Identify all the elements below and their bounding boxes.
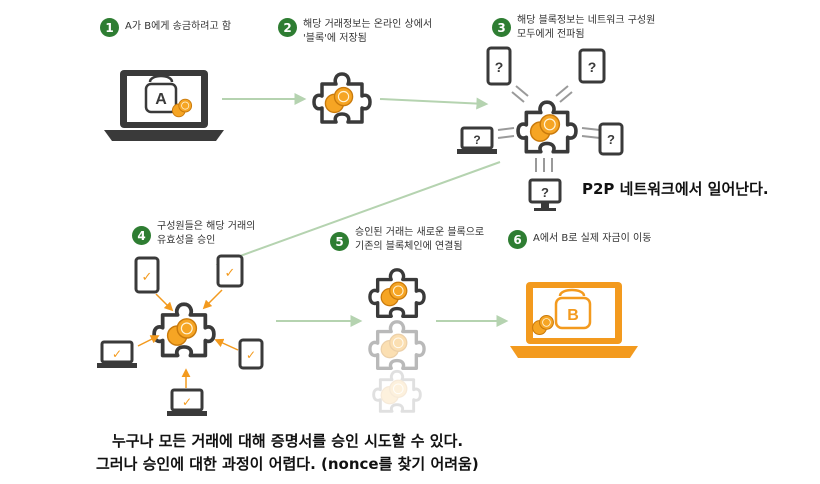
step-3: 3 해당 블록정보는 네트워크 구성원 모두에게 전파됨 <box>492 14 655 42</box>
phone-unknown-1-icon: ? <box>486 46 512 86</box>
step-3-badge: 3 <box>492 18 511 37</box>
arrow-2-to-3 <box>379 97 489 110</box>
tablet-approved-1-icon: ✓ <box>216 254 244 288</box>
step-6: 6 A에서 B로 실제 자금이 이동 <box>508 230 651 249</box>
step-4-line-1: 구성원들은 해당 거래의 <box>157 221 256 232</box>
step-3-line-2: 모두에게 전파됨 <box>517 29 585 40</box>
bottom-text-line-1: 누구나 모든 거래에 대해 증명서를 승인 시도할 수 있다. <box>112 432 464 450</box>
step-4-badge: 4 <box>132 226 151 245</box>
tablet-approved-1-check: ✓ <box>225 266 236 281</box>
step-5: 5 승인된 거래는 새로운 블록으로 기존의 블록체인에 연결됨 <box>330 226 484 254</box>
approval-cluster: ✓ ✓ ✓ ✓ ✓ <box>97 254 264 416</box>
bottom-text-line-2: 그러나 승인에 대한 과정이 어렵다. (nonce를 찾기 어려움) <box>96 455 479 473</box>
laptop-a-icon: A <box>104 70 224 141</box>
step-2-badge: 2 <box>278 18 297 37</box>
laptop-b-icon: B <box>510 282 638 358</box>
laptop-approved-2-icon: ✓ <box>167 388 207 416</box>
broadcast-rays <box>497 85 601 172</box>
phone-unknown-1-mark: ? <box>495 59 504 75</box>
laptop-approved-2-check: ✓ <box>182 395 192 409</box>
step-4-line-2: 유효성을 승인 <box>157 235 216 246</box>
phone-approved-check: ✓ <box>142 270 153 285</box>
step-1-line-1: A가 B에게 송금하려고 함 <box>125 21 232 32</box>
wallet-a-letter: A <box>155 91 167 108</box>
step-2-line-1: 해당 거래정보는 온라인 상에서 <box>303 19 433 30</box>
tablet-unknown-2-mark: ? <box>607 132 615 147</box>
laptop-unknown-1-mark: ? <box>473 133 480 147</box>
tablet-unknown-2-icon: ? <box>598 122 624 156</box>
block-puzzle-icon <box>312 72 372 124</box>
step-5-line-1: 승인된 거래는 새로운 블록으로 <box>355 227 485 238</box>
desktop-unknown-mark: ? <box>541 185 549 200</box>
approval-arrows <box>137 289 239 388</box>
wallet-b-icon: B <box>532 288 592 336</box>
step-2: 2 해당 거래정보는 온라인 상에서 '블록'에 저장됨 <box>278 18 432 46</box>
block-chain-icon <box>368 268 426 414</box>
laptop-unknown-1-icon: ? <box>457 126 497 154</box>
phone-approved-icon: ✓ <box>134 256 160 294</box>
tablet-unknown-1-icon: ? <box>578 48 606 84</box>
step-6-badge: 6 <box>508 230 527 249</box>
tablet-approved-2-check: ✓ <box>246 348 256 362</box>
arrow-3-to-4 <box>215 161 501 267</box>
desktop-unknown-icon: ? <box>528 178 562 211</box>
broadcast-hub <box>497 85 601 172</box>
tablet-approved-2-icon: ✓ <box>238 338 264 370</box>
step-6-line-1: A에서 B로 실제 자금이 이동 <box>533 233 652 244</box>
tablet-unknown-1-mark: ? <box>588 59 597 75</box>
wallet-a-icon: A <box>144 74 193 118</box>
step-2-line-2: '블록'에 저장됨 <box>303 33 367 44</box>
p2p-text: P2P 네트워크에서 일어난다. <box>582 180 769 198</box>
step-5-badge: 5 <box>330 232 349 251</box>
step-1-badge: 1 <box>100 18 119 37</box>
laptop-approved-1-icon: ✓ <box>97 340 137 368</box>
wallet-b-letter: B <box>567 307 579 324</box>
step-1: 1 A가 B에게 송금하려고 함 <box>100 18 231 37</box>
laptop-approved-1-check: ✓ <box>112 347 122 361</box>
step-5-line-2: 기존의 블록체인에 연결됨 <box>355 241 463 252</box>
step-3-line-1: 해당 블록정보는 네트워크 구성원 <box>517 15 656 26</box>
step-4: 4 구성원들은 해당 거래의 유효성을 승인 <box>132 220 255 248</box>
